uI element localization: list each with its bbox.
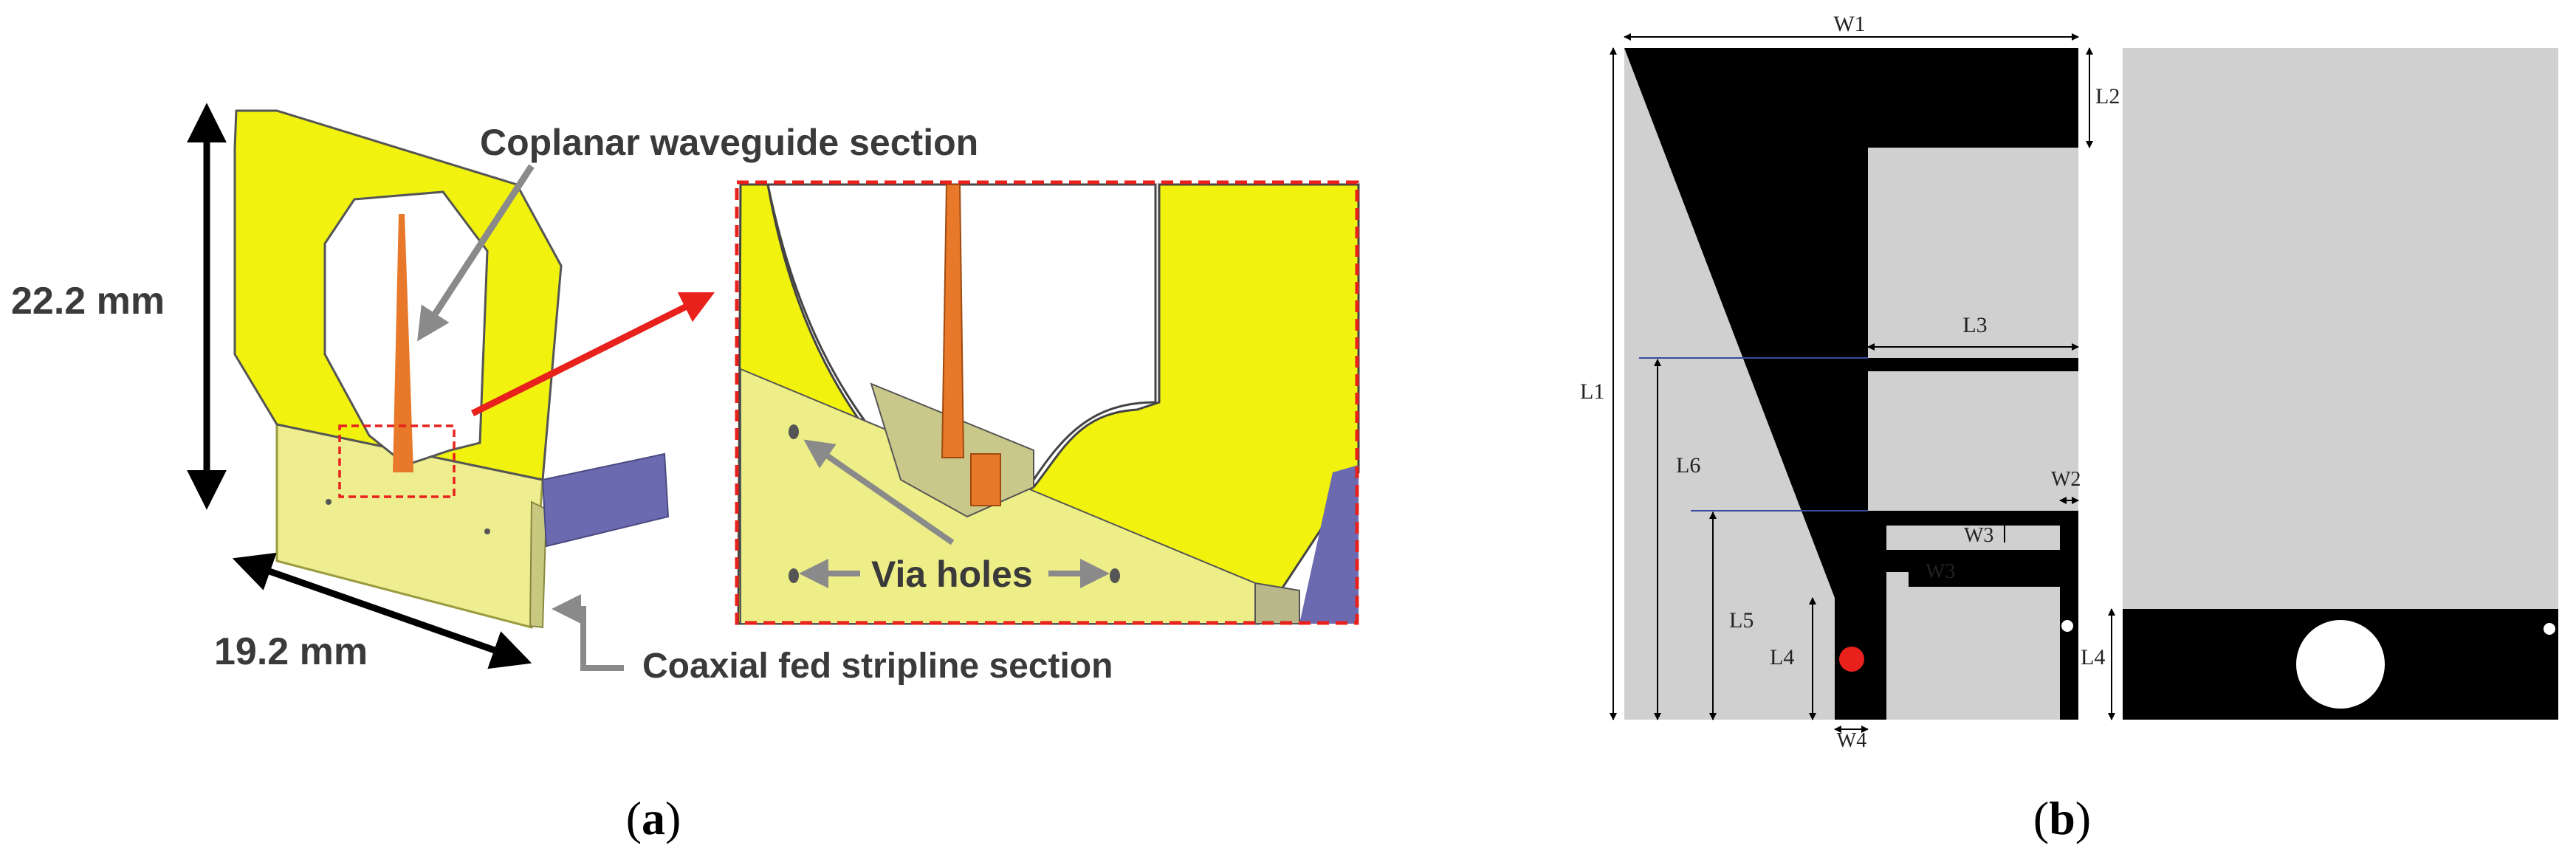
inset-via-hole <box>789 568 799 583</box>
meander-line <box>1868 511 2078 720</box>
via-hole-dot <box>326 499 332 505</box>
zoom-highlight-box <box>338 424 456 498</box>
label-l1: L1 <box>1580 379 1604 404</box>
meander-right-leg <box>2060 587 2078 720</box>
back-layout <box>2123 48 2558 720</box>
panel-b: W1 L2 L3 L1 L6 L5 L4 W2 W3 W3 W4 L4 <box>1580 12 2558 844</box>
cpw-feed-line <box>393 214 413 472</box>
via-arrow-upper <box>803 439 955 545</box>
back-substrate <box>2123 48 2558 720</box>
height-dimension-label: 22.2 mm <box>11 280 165 323</box>
width-dimension-arrow <box>232 552 532 669</box>
label-w2: W2 <box>2051 468 2081 491</box>
coax-connector <box>541 452 670 548</box>
cpw-section-label: Coplanar waveguide section <box>480 122 978 163</box>
inset-feed-line <box>941 184 965 458</box>
inset-via-hole <box>789 424 799 439</box>
stripline-pointer-arrow <box>552 594 624 671</box>
inset-via-hole <box>1110 568 1120 583</box>
label-l5: L5 <box>1729 608 1754 633</box>
inset-coax <box>1299 465 1359 624</box>
stub-l3 <box>1868 358 2078 371</box>
inset-edge-block <box>1254 582 1300 624</box>
label-w3b: W3 <box>1926 560 1955 583</box>
back-ground-aperture <box>2296 620 2385 709</box>
tapered-patch <box>1624 48 2078 720</box>
front-layout <box>1624 48 2078 720</box>
panel-a: 22.2 mm 19.2 mm Coplanar waveguide secti… <box>11 103 1360 844</box>
label-l6: L6 <box>1676 453 1700 478</box>
feed-point-red <box>1839 647 1864 672</box>
label-l4-front: L4 <box>1770 645 1794 669</box>
label-l3: L3 <box>1962 313 1987 337</box>
back-via-white <box>2544 623 2555 635</box>
stripline-block-side <box>529 500 548 629</box>
stripline-section-label: Coaxial fed stripline section <box>642 647 1113 686</box>
label-l2: L2 <box>2095 84 2120 108</box>
caption-b: (b) <box>2033 792 2091 844</box>
via-hole-dot <box>484 528 490 534</box>
label-w1: W1 <box>1833 12 1865 36</box>
label-w4: W4 <box>1837 729 1866 752</box>
cpw-pointer-arrow <box>417 164 535 342</box>
via-hole-white <box>2061 620 2073 632</box>
inset-feed-pin <box>970 453 1001 506</box>
label-w3a: W3 <box>1964 524 1993 547</box>
zoom-arrow <box>470 292 715 417</box>
label-l4-back: L4 <box>2081 645 2105 669</box>
via-holes-label: Via holes <box>871 554 1033 595</box>
antenna-3d-model <box>233 109 670 629</box>
inset-border <box>735 180 1359 625</box>
zoom-inset: Via holes <box>735 180 1360 625</box>
width-dimension-label: 19.2 mm <box>214 630 368 673</box>
caption-a: (a) <box>626 792 681 844</box>
